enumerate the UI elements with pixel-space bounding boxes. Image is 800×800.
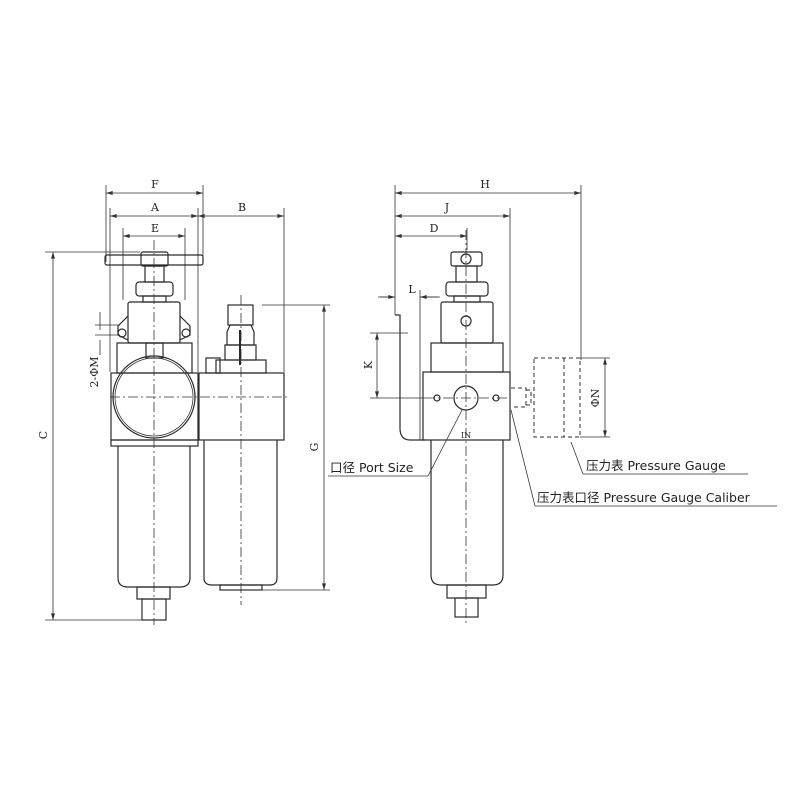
callout-pressure-gauge: 压力表 Pressure Gauge (570, 441, 748, 475)
regulator-side: IN (422, 230, 511, 625)
side-view: H J D L K ΦN IN (362, 178, 610, 625)
lubricator (198, 295, 285, 605)
filter-regulator (104, 240, 290, 625)
dim-N-label: ΦN (589, 388, 602, 407)
port-size-label: 口径 Port Size (330, 460, 414, 475)
dim-B-label: B (238, 201, 246, 214)
callout-port-size: 口径 Port Size (328, 409, 463, 477)
dim-A-label: A (150, 201, 160, 214)
dim-E-label: E (151, 222, 159, 235)
dim-K-label: K (362, 360, 375, 369)
gauge-caliber-label: 压力表口径 Pressure Gauge Caliber (537, 490, 751, 505)
front-view: F A E B C G 2-ΦM (37, 178, 330, 625)
dim-J-label: J (444, 201, 449, 214)
callout-gauge-caliber: 压力表口径 Pressure Gauge Caliber (510, 409, 777, 507)
pressure-gauge-outline (511, 357, 581, 438)
dim-D-label: D (430, 222, 439, 235)
dim-H-label: H (480, 178, 490, 191)
pressure-gauge-label: 压力表 Pressure Gauge (586, 458, 726, 473)
dim-G-label: G (308, 443, 321, 452)
dim-M-label: 2-ΦM (88, 357, 101, 388)
dim-C-label: C (37, 431, 50, 439)
dim-F-label: F (151, 178, 159, 191)
dim-L-label: L (408, 283, 416, 296)
